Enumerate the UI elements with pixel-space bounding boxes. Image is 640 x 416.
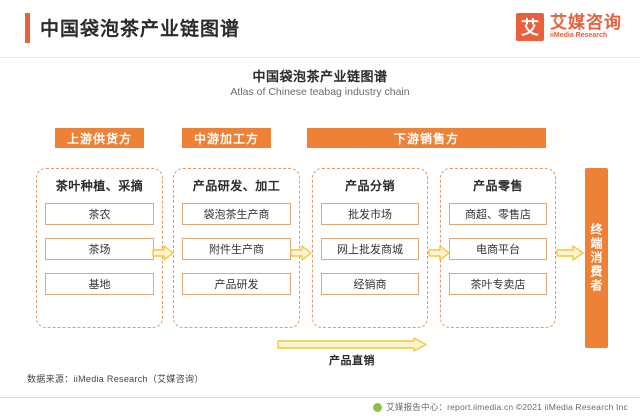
brand-text: 艾媒咨询 iiMedia Research bbox=[550, 14, 622, 39]
flow-arrow-right-icon bbox=[556, 245, 584, 261]
brand-mark-icon: 艾 bbox=[516, 13, 544, 41]
group-title: 产品零售 bbox=[472, 179, 523, 193]
group-item: 批发市场 bbox=[321, 203, 419, 225]
group-title: 产品研发、加工 bbox=[192, 179, 281, 193]
brand-name-cn: 艾媒咨询 bbox=[550, 13, 622, 33]
globe-icon bbox=[373, 402, 383, 412]
source-note: 数据来源：iiMedia Research（艾媒咨询） bbox=[27, 374, 204, 384]
page-title: 中国袋泡茶产业链图谱 bbox=[40, 19, 241, 40]
stage-bar-upstream: 上游供货方 bbox=[55, 128, 144, 148]
group-item-list: 茶农 茶场 基地 bbox=[45, 203, 154, 295]
group-item: 商超、零售店 bbox=[449, 203, 547, 225]
terminal-consumer-bar: 终端消费者 bbox=[585, 168, 608, 348]
group-item: 茶叶专卖店 bbox=[449, 273, 547, 295]
flow-arrow-right-icon bbox=[152, 245, 174, 261]
group-item: 网上批发商城 bbox=[321, 238, 419, 260]
flow-arrow-right-icon bbox=[290, 245, 312, 261]
group-title: 产品分销 bbox=[344, 179, 395, 193]
group-item: 产品研发 bbox=[182, 273, 291, 295]
chart-subtitle: Atlas of Chinese teabag industry chain bbox=[230, 86, 410, 98]
flow-arrow-right-icon bbox=[428, 245, 450, 261]
direct-sales-arrow-icon bbox=[277, 337, 427, 352]
terminal-consumer-label: 终端消费者 bbox=[589, 223, 603, 293]
group-product-rnd: 产品研发、加工 袋泡茶生产商 附件生产商 产品研发 bbox=[173, 168, 300, 328]
group-item-list: 批发市场 网上批发商城 经销商 bbox=[321, 203, 419, 295]
group-item: 基地 bbox=[45, 273, 154, 295]
bottom-bar-text: 艾媒报告中心：report.iimedia.cn ©2021 iiMedia R… bbox=[386, 402, 628, 412]
group-product-retail: 产品零售 商超、零售店 电商平台 茶叶专卖店 bbox=[440, 168, 556, 328]
group-item: 茶场 bbox=[45, 238, 154, 260]
chart-title: 中国袋泡茶产业链图谱 bbox=[252, 69, 388, 84]
group-item-list: 袋泡茶生产商 附件生产商 产品研发 bbox=[182, 203, 291, 295]
title-accent-bar bbox=[25, 13, 30, 43]
group-title: 茶叶种植、采摘 bbox=[55, 179, 144, 193]
stage-bar-downstream: 下游销售方 bbox=[307, 128, 546, 148]
group-tea-planting: 茶叶种植、采摘 茶农 茶场 基地 bbox=[36, 168, 163, 328]
direct-sales-label: 产品直销 bbox=[329, 355, 375, 367]
page-header: 中国袋泡茶产业链图谱 艾 艾媒咨询 iiMedia Research bbox=[0, 0, 640, 58]
group-item: 经销商 bbox=[321, 273, 419, 295]
group-item: 附件生产商 bbox=[182, 238, 291, 260]
bottom-bar: 艾媒报告中心：report.iimedia.cn ©2021 iiMedia R… bbox=[0, 397, 640, 416]
brand-name-en: iiMedia Research bbox=[550, 32, 608, 40]
group-item: 袋泡茶生产商 bbox=[182, 203, 291, 225]
group-product-distribution: 产品分销 批发市场 网上批发商城 经销商 bbox=[312, 168, 428, 328]
group-item: 电商平台 bbox=[449, 238, 547, 260]
brand-logo: 艾 艾媒咨询 iiMedia Research bbox=[516, 13, 622, 41]
group-item: 茶农 bbox=[45, 203, 154, 225]
group-item-list: 商超、零售店 电商平台 茶叶专卖店 bbox=[449, 203, 547, 295]
stage-bar-midstream: 中游加工方 bbox=[182, 128, 271, 148]
